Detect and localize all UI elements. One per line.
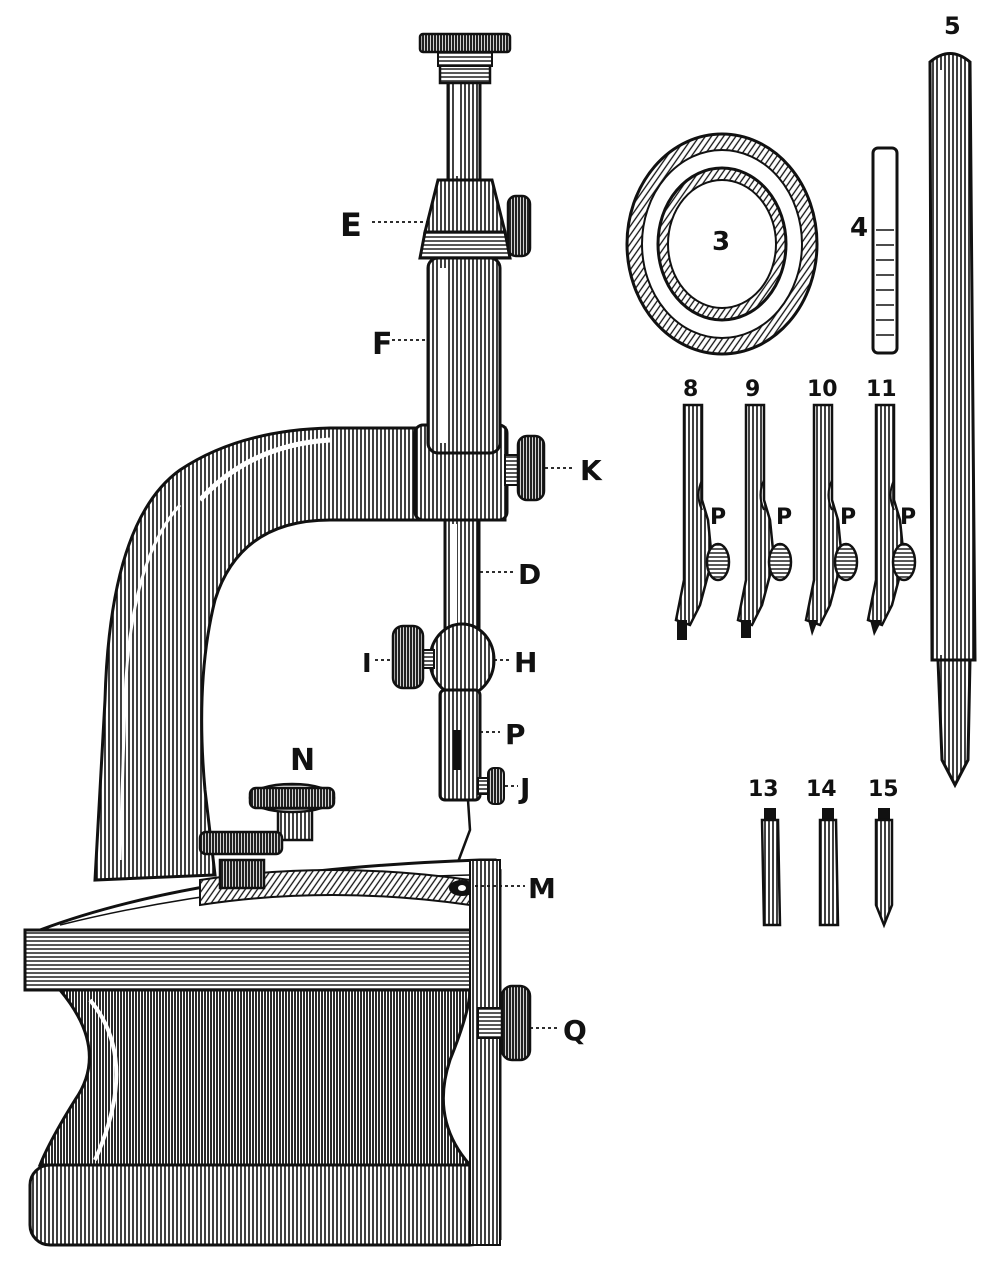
label-k: K	[580, 454, 603, 487]
label-3: 3	[712, 227, 730, 257]
label-8: 8	[683, 377, 698, 402]
label-p-main: P	[505, 718, 526, 751]
top-knob	[418, 32, 512, 54]
label-m: M	[528, 872, 556, 905]
label-13: 13	[748, 777, 779, 802]
cutter-13	[760, 808, 782, 927]
label-h: H	[514, 646, 537, 679]
label-p-8: P	[710, 505, 726, 530]
label-q: Q	[563, 1014, 587, 1047]
jeweling-tool-body	[23, 32, 546, 1247]
screw-j	[487, 767, 505, 805]
accessory-rod-5	[928, 52, 977, 789]
label-i: I	[362, 649, 372, 679]
cutter-holder-8	[674, 403, 731, 640]
label-5: 5	[944, 12, 961, 40]
label-p-10: P	[840, 505, 856, 530]
label-15: 15	[868, 777, 899, 802]
label-n: N	[290, 743, 315, 778]
label-p-9: P	[776, 505, 792, 530]
cutter-14	[818, 808, 840, 927]
label-p-11: P	[900, 505, 916, 530]
knob-n-front	[198, 830, 284, 890]
screw-k	[516, 434, 546, 502]
label-j: J	[518, 772, 530, 805]
screw-q	[500, 984, 532, 1062]
label-d: D	[518, 558, 541, 591]
clamp-e	[418, 230, 512, 260]
accessory-gauge-4	[871, 146, 899, 355]
label-14: 14	[806, 777, 837, 802]
accessory-ring-3	[625, 132, 819, 356]
cutter-holder-9	[736, 403, 793, 638]
cutter-15	[874, 808, 894, 929]
spindle-d	[443, 518, 481, 632]
label-9: 9	[745, 377, 760, 402]
collar-h	[428, 622, 496, 698]
base-foot	[28, 1163, 492, 1247]
cutter-holder-11	[866, 403, 917, 636]
screw-e	[506, 194, 532, 258]
leader-lines	[372, 221, 575, 1029]
knob-n-rear	[248, 782, 336, 842]
label-4: 4	[850, 213, 868, 243]
label-f: F	[372, 327, 393, 362]
label-11: 11	[866, 377, 897, 402]
label-10: 10	[807, 377, 838, 402]
screw-i	[391, 624, 425, 690]
label-e: E	[340, 206, 362, 244]
cutter-holder-10	[804, 403, 859, 636]
